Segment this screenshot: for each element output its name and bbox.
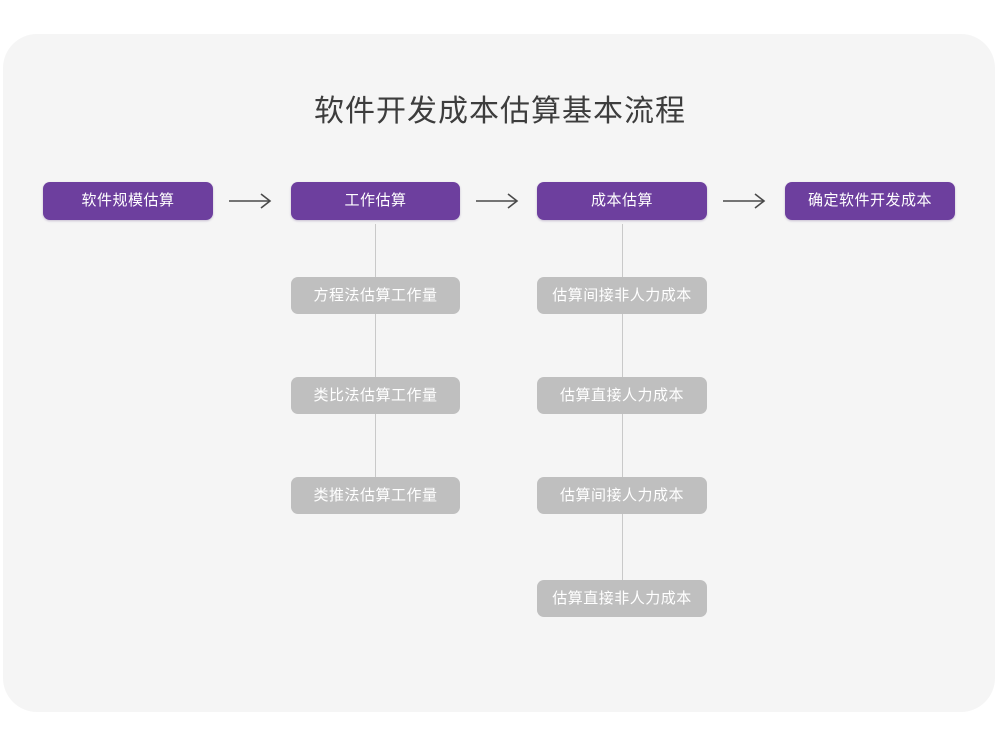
diagram-card [3, 34, 995, 712]
sub-node-label: 估算直接人力成本 [559, 386, 684, 404]
connector-work-3 [375, 413, 376, 500]
arrow-right-icon-1 [225, 188, 277, 214]
connector-cost-1 [622, 224, 623, 300]
sub-node-indirect-non-labor-cost[interactable]: 估算间接非人力成本 [537, 277, 707, 314]
sub-node-equation-method-workload[interactable]: 方程法估算工作量 [291, 277, 460, 314]
connector-cost-4 [622, 513, 623, 602]
flow-step-label: 确定软件开发成本 [807, 192, 932, 209]
flow-step-label: 工作估算 [344, 192, 407, 209]
flow-step-label: 成本估算 [590, 192, 653, 209]
arrow-right-icon-3 [719, 188, 771, 214]
connector-work-1 [375, 224, 376, 300]
flow-step-determine-development-cost[interactable]: 确定软件开发成本 [785, 182, 955, 220]
sub-node-label: 估算直接非人力成本 [552, 589, 692, 607]
sub-node-label: 估算间接人力成本 [559, 486, 684, 504]
sub-node-direct-non-labor-cost[interactable]: 估算直接非人力成本 [537, 580, 707, 617]
flow-step-cost-estimation[interactable]: 成本估算 [537, 182, 707, 220]
sub-node-inference-method-workload[interactable]: 类推法估算工作量 [291, 477, 460, 514]
connector-cost-3 [622, 413, 623, 500]
sub-node-direct-labor-cost[interactable]: 估算直接人力成本 [537, 377, 707, 414]
sub-node-label: 类推法估算工作量 [313, 486, 438, 504]
flow-step-work-estimation[interactable]: 工作估算 [291, 182, 460, 220]
connector-cost-2 [622, 313, 623, 400]
flow-step-label: 软件规模估算 [81, 192, 175, 209]
sub-node-label: 方程法估算工作量 [313, 286, 438, 304]
sub-node-analogy-method-workload[interactable]: 类比法估算工作量 [291, 377, 460, 414]
flow-step-software-scale-estimation[interactable]: 软件规模估算 [43, 182, 213, 220]
page-title: 软件开发成本估算基本流程 [314, 95, 686, 128]
connector-work-2 [375, 313, 376, 400]
arrow-right-icon-2 [472, 188, 524, 214]
sub-node-indirect-labor-cost[interactable]: 估算间接人力成本 [537, 477, 707, 514]
sub-node-label: 估算间接非人力成本 [552, 286, 692, 304]
sub-node-label: 类比法估算工作量 [313, 386, 438, 404]
